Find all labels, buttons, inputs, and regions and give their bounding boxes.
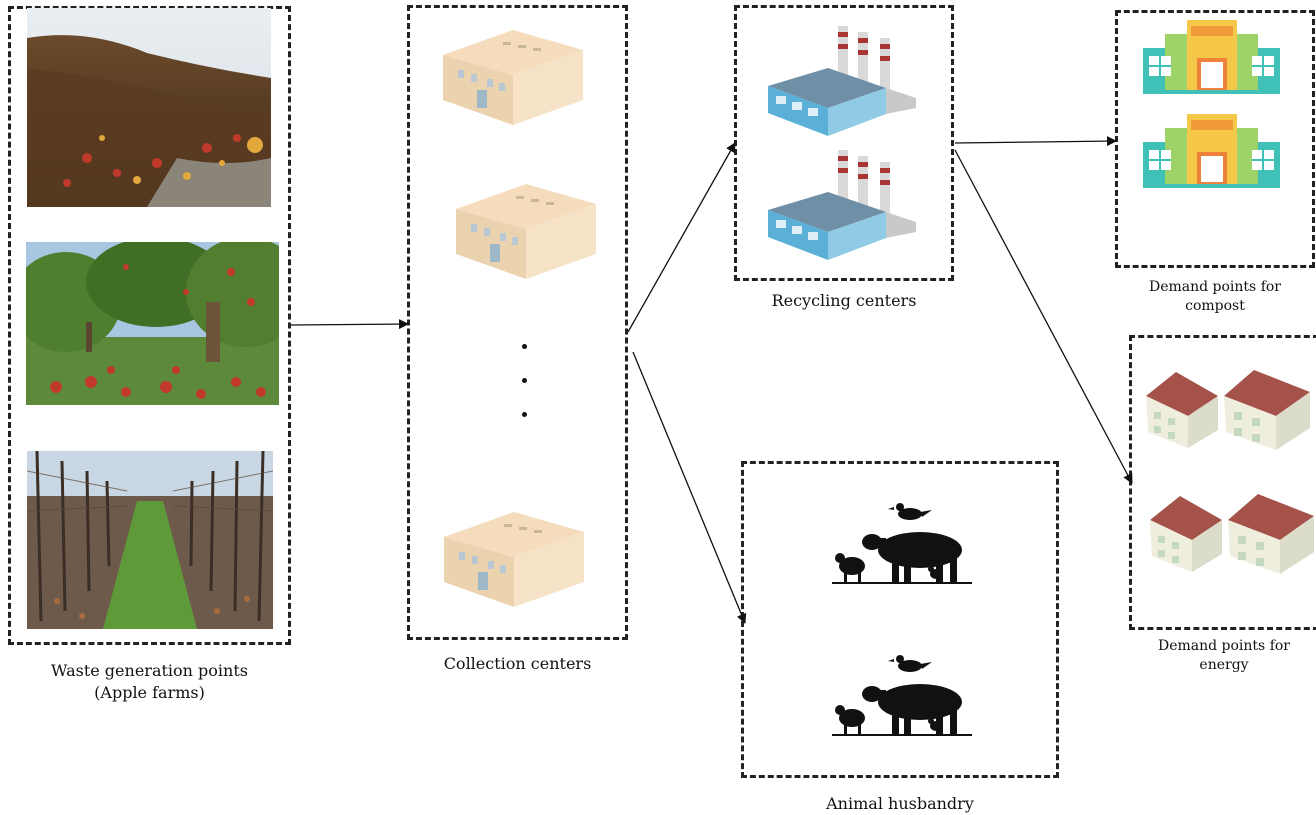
warehouse-icon-3 [444,512,584,607]
house-icon-1 [1146,370,1310,450]
apple-pomace-pile-photo [27,8,271,207]
waste-generation-label-line2: (Apple farms) [94,683,205,702]
compost-demand-label-line2: compost [1185,298,1245,314]
bare-orchard-row-photo [27,451,273,629]
collection-centers-label: Collection centers [443,654,592,673]
warehouse-icon-1 [443,30,583,125]
house-icon-2 [1150,494,1314,574]
arrow-collection-to-animal [632,351,747,624]
waste-generation-label: Waste generation points (Apple farms) [8,660,291,704]
compost-demand-label-line1: Demand points for [1148,279,1281,295]
commercial-building-icon-1 [1143,20,1280,94]
arrow-recycling-to-energy [954,149,1133,484]
recycling-centers-box [734,5,954,281]
arrow-waste-to-collection [290,319,409,330]
warehouse-icon-2 [456,184,596,279]
livestock-icon-2 [832,655,972,736]
arrow-recycling-to-compost [954,136,1117,147]
animal-husbandry-label: Animal husbandry [826,794,974,813]
livestock-icon-1 [832,503,972,584]
apple-orchard-fallen-fruit-photo [26,242,279,405]
compost-demand-label: Demand points for compost [1115,278,1315,316]
waste-generation-box [8,6,291,645]
energy-demand-label-line1: Demand points for [1157,638,1290,654]
energy-demand-label: Demand points for energy [1129,637,1316,675]
vertical-ellipsis-icon [519,340,531,430]
arrow-collection-to-recycling [627,142,736,333]
factory-icon-2 [768,150,916,260]
factory-icon-1 [768,26,916,136]
commercial-building-icon-2 [1143,114,1280,188]
waste-generation-label-line1: Waste generation points [51,661,248,680]
energy-demand-label-line2: energy [1199,657,1249,673]
recycling-centers-label: Recycling centers [771,291,917,310]
